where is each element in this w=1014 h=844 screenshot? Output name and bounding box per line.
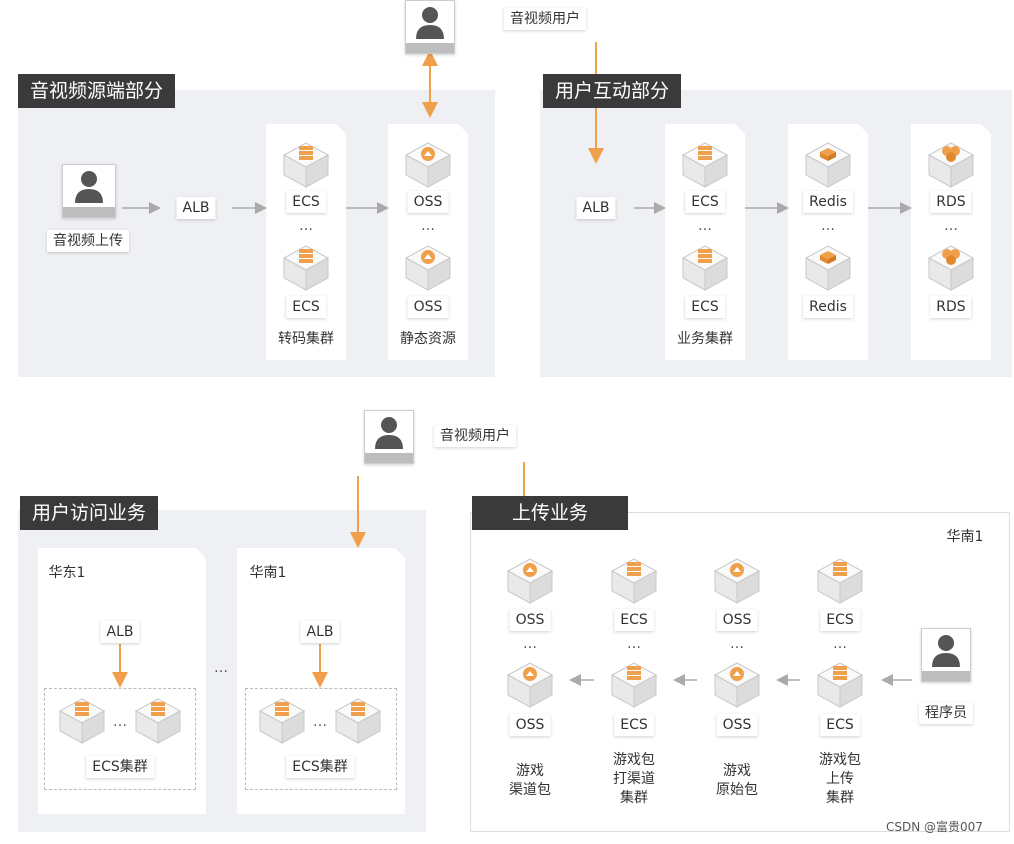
ecs-label: ECS <box>614 609 654 631</box>
ecs-cluster-box-east <box>44 688 196 790</box>
ellipsis: … <box>698 218 712 234</box>
ecs-label: ECS <box>685 191 725 213</box>
ellipsis: … <box>821 218 835 234</box>
oss-cloud-icon <box>403 140 453 190</box>
pack-channel-caption-3: 集群 <box>620 790 648 806</box>
uploader-avatar <box>62 164 116 218</box>
static-resource-caption: 静态资源 <box>400 331 456 347</box>
user-icon <box>406 1 454 43</box>
pack-channel-caption-1: 游戏包 <box>613 752 655 768</box>
top-user-label: 音视频用户 <box>504 8 586 30</box>
upload-region-label: 华南1 <box>946 529 984 545</box>
oss-cloud-icon <box>505 556 555 606</box>
ecs-label: ECS <box>286 191 326 213</box>
rds-icon <box>926 140 976 190</box>
oss-label: OSS <box>509 714 551 736</box>
rds-icon <box>926 243 976 293</box>
server-icon <box>257 696 307 746</box>
mid-user-avatar <box>364 410 414 464</box>
alb-av: ALB <box>176 197 216 219</box>
user-icon <box>365 411 413 453</box>
oss-cloud-icon <box>505 660 555 710</box>
ellipsis: … <box>113 714 127 730</box>
ecs-label: ECS <box>820 714 860 736</box>
business-cluster-caption: 业务集群 <box>677 331 733 347</box>
ellipsis: … <box>313 714 327 730</box>
redis-label: Redis <box>803 191 853 213</box>
channel-pack-caption-2: 渠道包 <box>509 782 551 798</box>
server-icon <box>815 556 865 606</box>
region-south-label: 华南1 <box>249 565 287 581</box>
uploader-label: 音视频上传 <box>47 230 129 252</box>
server-icon <box>609 556 659 606</box>
rds-label: RDS <box>930 296 972 318</box>
original-pack-caption-1: 游戏 <box>723 763 751 779</box>
server-icon <box>281 140 331 190</box>
ellipsis: … <box>730 636 744 652</box>
header-av-source: 音视频源端部分 <box>18 74 176 108</box>
oss-label: OSS <box>407 191 449 213</box>
oss-label: OSS <box>716 714 758 736</box>
developer-avatar <box>921 628 971 682</box>
server-icon <box>57 696 107 746</box>
upload-cluster-caption-1: 游戏包 <box>819 752 861 768</box>
alb-south: ALB <box>300 621 340 643</box>
header-upload: 上传业务 <box>472 496 629 530</box>
ecs-cluster-east-label: ECS集群 <box>86 756 154 778</box>
ellipsis: … <box>627 636 641 652</box>
ecs-cluster-south-label: ECS集群 <box>286 756 354 778</box>
redis-label: Redis <box>803 296 853 318</box>
ellipsis: … <box>833 636 847 652</box>
top-user-avatar <box>405 0 455 54</box>
user-icon <box>63 165 115 207</box>
header-user-interaction: 用户互动部分 <box>543 74 682 108</box>
oss-cloud-icon <box>712 660 762 710</box>
oss-label: OSS <box>716 609 758 631</box>
channel-pack-caption-1: 游戏 <box>516 763 544 779</box>
server-icon <box>609 660 659 710</box>
ellipsis: … <box>523 636 537 652</box>
transcode-cluster-caption: 转码集群 <box>278 331 334 347</box>
ellipsis: … <box>944 218 958 234</box>
server-icon <box>680 243 730 293</box>
ellipsis: … <box>421 218 435 234</box>
server-icon <box>815 660 865 710</box>
ecs-label: ECS <box>614 714 654 736</box>
server-icon <box>333 696 383 746</box>
alb-ui: ALB <box>576 197 616 219</box>
pack-channel-caption-2: 打渠道 <box>613 771 655 787</box>
oss-label: OSS <box>407 296 449 318</box>
mid-user-label: 音视频用户 <box>434 425 516 447</box>
ecs-label: ECS <box>685 296 725 318</box>
rds-label: RDS <box>930 191 972 213</box>
watermark: CSDN @富贵007 <box>886 820 983 834</box>
header-user-access: 用户访问业务 <box>20 496 159 530</box>
redis-icon <box>803 243 853 293</box>
oss-cloud-icon <box>712 556 762 606</box>
ecs-cluster-box-south <box>245 688 397 790</box>
alb-east: ALB <box>100 621 140 643</box>
oss-label: OSS <box>509 609 551 631</box>
developer-label: 程序员 <box>919 702 973 724</box>
ellipsis: … <box>299 218 313 234</box>
regions-ellipsis: … <box>214 660 228 676</box>
region-east-label: 华东1 <box>48 565 86 581</box>
upload-cluster-caption-3: 集群 <box>826 790 854 806</box>
server-icon <box>133 696 183 746</box>
server-icon <box>281 243 331 293</box>
user-icon <box>922 629 970 671</box>
server-icon <box>680 140 730 190</box>
ecs-label: ECS <box>286 296 326 318</box>
oss-cloud-icon <box>403 243 453 293</box>
ecs-label: ECS <box>820 609 860 631</box>
original-pack-caption-2: 原始包 <box>716 782 758 798</box>
redis-icon <box>803 140 853 190</box>
upload-cluster-caption-2: 上传 <box>826 771 854 787</box>
